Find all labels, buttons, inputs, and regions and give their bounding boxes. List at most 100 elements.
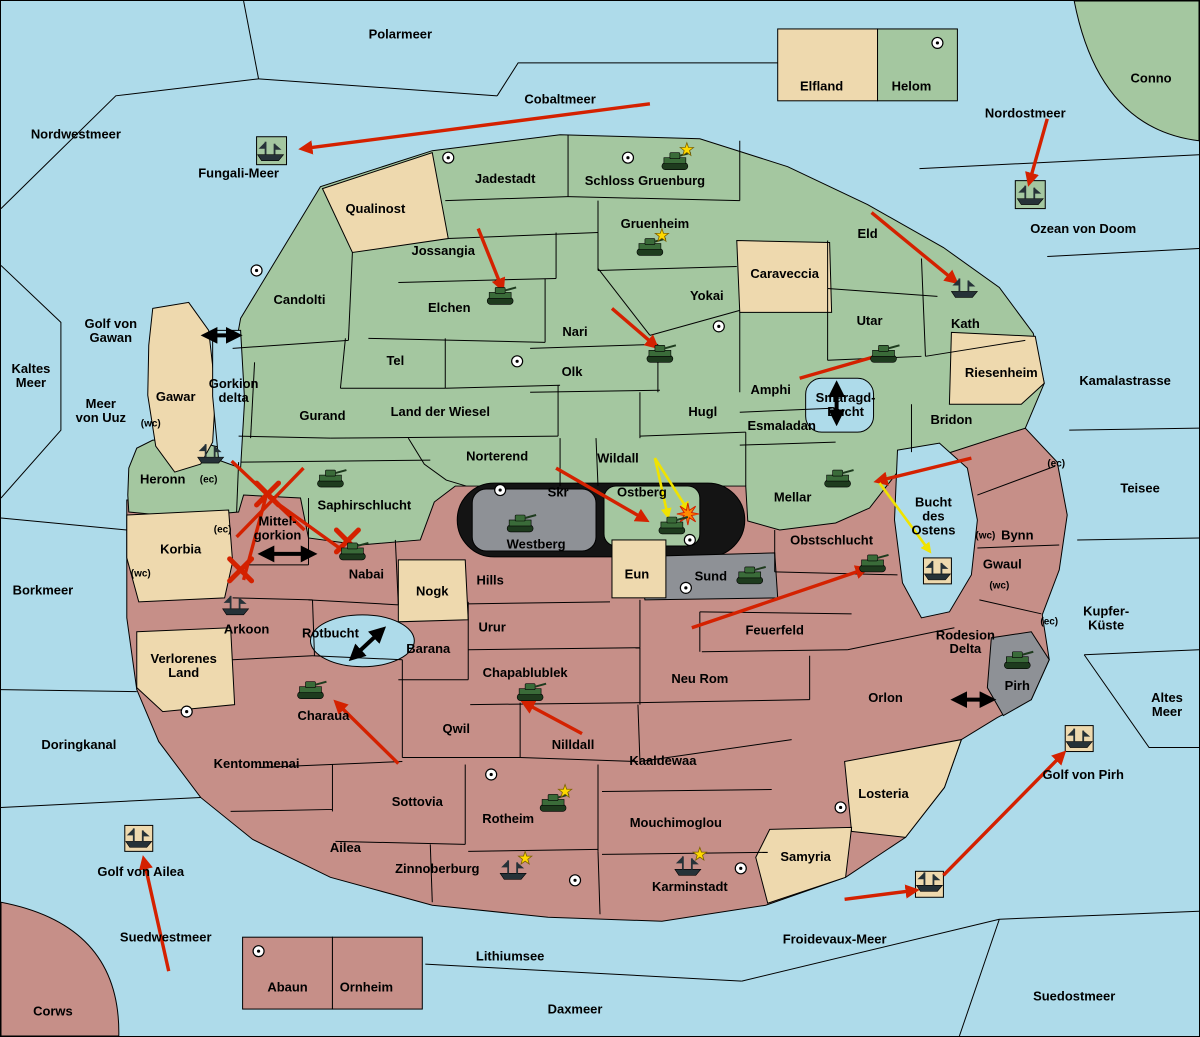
sea-label-rotbucht: Rotbucht: [302, 625, 360, 640]
unit-fleet-arkoon[interactable]: [222, 595, 250, 616]
unit-army-obstschlucht[interactable]: [859, 553, 889, 573]
region-conno[interactable]: [1073, 1, 1199, 142]
supply-center-icon-14: [252, 945, 265, 958]
sea-border-13: [1083, 654, 1199, 749]
land-label-eld: Eld: [857, 226, 877, 241]
supply-center-icon-7: [683, 533, 696, 547]
land-label-ailea: Ailea: [330, 840, 362, 855]
supply-center-icon-10: [485, 768, 498, 781]
region-border-45: [394, 539, 399, 605]
land-label-esmaladan: Esmaladan: [747, 418, 816, 433]
order-arrow-red-icon-6: [873, 456, 972, 486]
land-label-pirh: Pirh: [1005, 678, 1030, 693]
unit-army-ostberg[interactable]: [658, 516, 689, 535]
region-froidevaux-isle[interactable]: [914, 870, 944, 898]
region-verlorenes-land[interactable]: [136, 627, 236, 713]
order-arrow-red-icon-15: [235, 466, 305, 539]
order-arrow-red-icon-2: [476, 227, 506, 293]
region-bucht-des-ostens[interactable]: [894, 442, 978, 619]
unit-fleet-golf-von-pirh[interactable]: [1065, 728, 1093, 748]
unit-star-icon: [654, 227, 670, 243]
land-label-schloss-gruenburg: Schloss Gruenburg: [585, 173, 705, 188]
layer-labels: PolarmeerNordwestmeerCobaltmeerNordostme…: [11, 26, 1182, 1018]
region-korbia[interactable]: [126, 509, 234, 603]
unit-army-nabai[interactable]: [339, 541, 369, 561]
unit-army-mellar[interactable]: [824, 469, 854, 488]
unit-army-sund[interactable]: [736, 565, 766, 585]
land-label-jadestadt: Jadestadt: [475, 171, 536, 186]
sea-label-corws: Corws: [33, 1004, 73, 1019]
unit-army-schloss-gruenburg[interactable]: [661, 141, 695, 170]
sea-border-4: [1, 265, 62, 499]
region-helom[interactable]: [877, 28, 958, 102]
unit-army-pirh[interactable]: [1004, 650, 1034, 670]
unit-army-saphirschlucht[interactable]: [317, 469, 347, 488]
land-label-gawar: Gawar: [156, 389, 196, 404]
land-label-hills: Hills: [476, 572, 503, 587]
unit-army-utar[interactable]: [870, 344, 900, 363]
land-label-rotheim: Rotheim: [482, 811, 534, 826]
region-eun[interactable]: [611, 539, 667, 599]
unit-army-olk[interactable]: [646, 344, 677, 363]
region-border-30: [639, 431, 746, 437]
supply-center-icon-4: [511, 355, 524, 368]
region-border-81: [597, 851, 601, 915]
unit-army-gruenheim[interactable]: [636, 227, 670, 256]
region-border-58: [701, 649, 848, 653]
sea-label-conno: Conno: [1131, 70, 1172, 85]
land-label-wildall: Wildall: [597, 451, 639, 466]
sea-label-borkmeer: Borkmeer: [13, 582, 74, 597]
region-border-21: [445, 384, 561, 389]
region-border-25: [250, 362, 256, 439]
supply-center-icon-11: [568, 874, 582, 887]
order-arrow-red-icon-4: [870, 211, 959, 285]
region-border-47: [232, 597, 313, 601]
unit-star-icon: [517, 850, 533, 866]
region-ornheim[interactable]: [331, 936, 423, 1010]
region-pirh[interactable]: [986, 631, 1050, 717]
region-border-50: [468, 601, 610, 605]
land-label-gruenheim: Gruenheim: [621, 216, 689, 231]
region-gawar[interactable]: [147, 301, 217, 473]
region-corws[interactable]: [1, 901, 120, 1036]
land-label-nabai: Nabai: [349, 566, 384, 581]
unit-fleet-ozean-von-doom[interactable]: [1016, 185, 1044, 205]
land-label-yokai: Yokai: [690, 288, 724, 303]
coast-label-wc: (wc): [131, 568, 151, 579]
unit-fleet-bucht-des-ostens[interactable]: [923, 560, 952, 581]
unit-army-charaua[interactable]: [297, 680, 327, 699]
unit-army-rotheim[interactable]: [539, 783, 573, 812]
land-label-ornheim: Ornheim: [340, 980, 393, 995]
region-border-35: [827, 287, 938, 297]
region-border-9: [347, 252, 353, 341]
region-rotbucht[interactable]: [309, 614, 415, 668]
unit-fleet-karminstadt[interactable]: [674, 846, 708, 876]
sea-border-10: [1069, 427, 1199, 431]
sea-border-11: [1077, 537, 1199, 541]
unit-army-westberg[interactable]: [506, 514, 537, 533]
supply-center-icon-13: [834, 801, 847, 814]
region-riesenheim[interactable]: [948, 331, 1045, 405]
order-arrow-yellow-icon-19: [653, 457, 690, 513]
coast-label-ec: (ec): [1040, 616, 1058, 627]
unit-fleet-froidevaux-meer[interactable]: [915, 872, 944, 892]
unit-army-chapablublek[interactable]: [516, 682, 547, 701]
land-label-feuerfeld: Feuerfeld: [746, 622, 804, 637]
land-label-arkoon: Arkoon: [224, 621, 269, 636]
region-border-52: [468, 647, 640, 651]
region-losteria[interactable]: [844, 738, 963, 838]
region-elfland[interactable]: [777, 28, 879, 102]
unit-fleet-heronn[interactable]: [197, 444, 225, 464]
region-westberg[interactable]: [471, 488, 597, 552]
sea-border-16: [741, 918, 1000, 982]
region-caraveccia[interactable]: [736, 240, 833, 313]
unit-army-elchen[interactable]: [486, 286, 517, 305]
sea-border-15: [958, 919, 1000, 1036]
region-border-15: [649, 309, 740, 336]
land-label-samyria: Samyria: [780, 849, 831, 864]
